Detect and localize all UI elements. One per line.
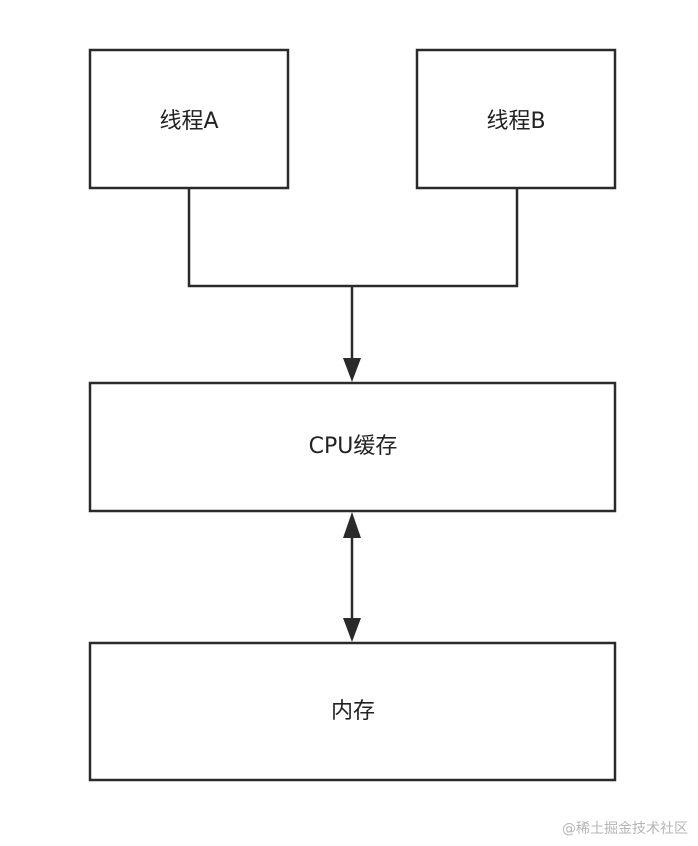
cache-memory-arrowhead-up [343,512,361,538]
cpu-cache-box [88,381,617,513]
thread-a-box [88,48,290,190]
thread-b-box [415,48,617,190]
thread-merge-connector [187,188,519,288]
thread-b-node: 线程B [415,48,617,190]
thread-b-label: 线程B [486,109,545,134]
thread-a-label: 线程A [159,109,218,134]
cache-memory-arrowhead-down [343,618,361,642]
memory-box [88,641,617,782]
cpu-cache-node: CPU缓存 [88,381,617,513]
memory-node: 内存 [88,641,617,782]
cpu-cache-label: CPU缓存 [309,434,398,459]
cache-arrowhead-down [343,358,361,382]
memory-label: 内存 [331,699,375,724]
watermark-text: @稀土掘金技术社区 [562,821,688,837]
thread-a-node: 线程A [88,48,290,190]
